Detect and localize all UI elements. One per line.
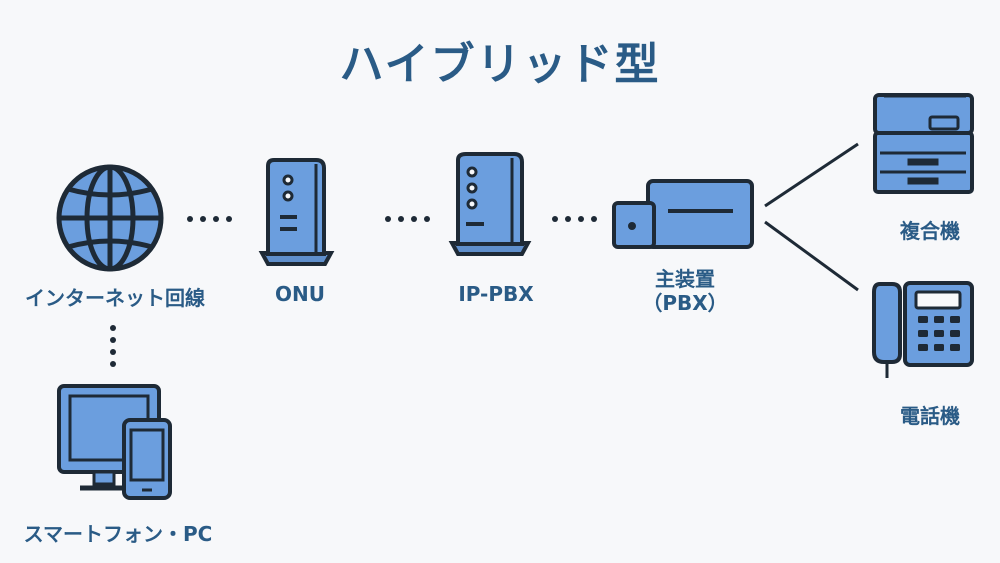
label-pbx-line2: （PBX） — [642, 291, 728, 315]
connector-pbx-phone — [764, 220, 859, 292]
dotted-connector-ippbx-pbx — [552, 216, 597, 222]
dotted-connector-onu-ippbx — [385, 216, 430, 222]
label-phone: 電話機 — [900, 404, 960, 428]
multifunction-printer-icon — [873, 93, 974, 194]
ip-pbx-server-icon — [448, 152, 532, 256]
desk-phone-icon — [872, 281, 974, 378]
label-pbx: 主装置 （PBX） — [630, 267, 740, 315]
onu-device-icon — [258, 158, 335, 266]
label-pbx-line1: 主装置 — [655, 267, 715, 291]
page-title: ハイブリッド型 — [339, 39, 661, 90]
label-mfp: 複合機 — [900, 219, 960, 243]
label-onu: ONU — [275, 282, 325, 306]
globe-icon — [56, 164, 164, 272]
connector-pbx-mfp — [764, 142, 859, 208]
label-devices: スマートフォン・PC — [23, 522, 213, 546]
dotted-connector-internet-onu — [187, 216, 232, 222]
label-internet: インターネット回線 — [25, 286, 205, 310]
monitor-smartphone-icon — [57, 384, 172, 500]
dotted-connector-internet-devices — [110, 325, 116, 367]
label-ippbx: IP-PBX — [458, 282, 534, 306]
pbx-main-unit-icon — [612, 179, 754, 249]
